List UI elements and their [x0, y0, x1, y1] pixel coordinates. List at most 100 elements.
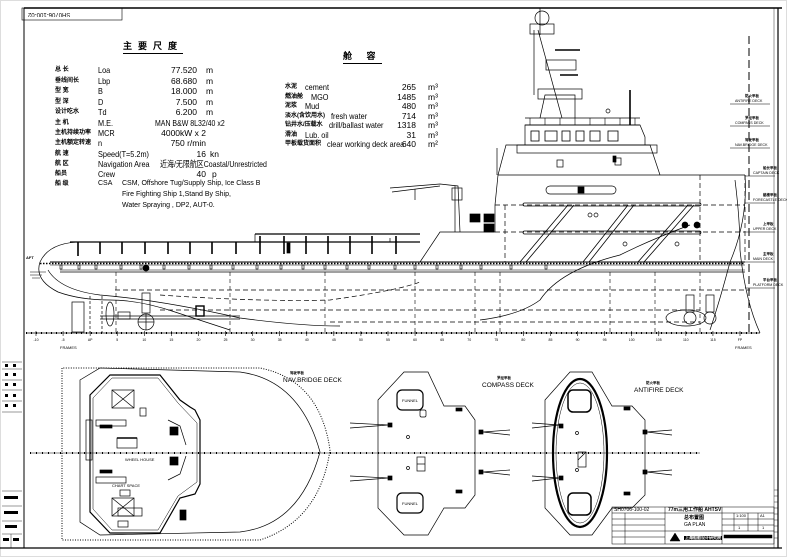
frames-label-fwd: FRAMES — [735, 345, 752, 350]
plan-title-nav-bridge-en: NAV.BRIDGE DECK — [283, 377, 342, 384]
dimension-value: 4000kW x 2 — [161, 128, 206, 138]
dimension-unit: m — [206, 96, 214, 107]
plan-title-antifire-cn: 防火甲板 — [646, 381, 660, 385]
dimension-value: MAN B&W 8L32/40 x2 — [155, 118, 225, 128]
class-notation-2: Fire Fighting Ship 1,Stand By Ship, — [122, 191, 231, 198]
title-block-title-en: GA PLAN — [684, 522, 706, 528]
capacity-label-en: fresh water — [331, 110, 368, 121]
dimension-label-cn: 型 深 — [55, 98, 69, 105]
plan-title-antifire-en: ANTIFIRE DECK — [634, 387, 684, 394]
capacity-label-en: cement — [305, 82, 329, 92]
capacity-unit: m² — [428, 139, 438, 149]
dimension-label-en: Crew — [98, 169, 116, 179]
capacity-value: 1485 — [397, 91, 416, 102]
dimension-label-en: Lbp — [98, 75, 111, 86]
capacity-label-cn: 钻井水/压载水 — [285, 122, 323, 128]
dimension-label-cn: 主 机 — [55, 120, 69, 126]
dimension-label-cn: 航 区 — [55, 160, 69, 167]
frame-tick-label: 25 — [224, 338, 228, 342]
dimension-label-en: n — [98, 138, 103, 148]
dimension-label-en: D — [98, 96, 104, 107]
plan-title-compass-en: COMPASS DECK — [482, 382, 534, 389]
dimension-label-cn: 垂线间长 — [55, 77, 80, 84]
frame-tick-label: 85 — [549, 338, 553, 342]
deck-label-en: PLATFORM DECK — [753, 283, 784, 287]
deck-label-en: FORECASTLE DECK — [753, 198, 787, 202]
deck-label-en: COMPASS DECK — [735, 121, 764, 125]
frame-tick-label: 10 — [142, 338, 146, 342]
capacity-value: 640 — [401, 139, 416, 149]
frame-tick-label: FP — [738, 338, 743, 342]
frame-tick-label: 15 — [169, 338, 173, 342]
dimension-value: 18.000 — [171, 86, 197, 96]
frame-tick-label: 100 — [629, 338, 635, 342]
capacity-unit: m³ — [428, 129, 438, 140]
dimension-unit: m — [206, 75, 214, 86]
dimension-label-cn: 航 速 — [55, 150, 69, 157]
dimension-value: 16 — [196, 148, 206, 159]
plan-title-compass-cn: 罗经甲板 — [497, 376, 511, 380]
dimension-label-cn: 船员 — [55, 171, 68, 177]
capacity-label-cn: 甲板载货面积 — [285, 141, 322, 147]
deck-label-cn: 驾驶甲板 — [745, 138, 759, 142]
dimension-unit: m — [206, 65, 214, 75]
dimension-label-en: Loa — [98, 65, 111, 75]
dimension-label-en: B — [98, 86, 103, 96]
frame-tick-label: 115 — [710, 338, 716, 342]
capacity-unit: m³ — [428, 91, 438, 102]
frame-tick-label: 20 — [197, 338, 201, 342]
frame-tick-label: -5 — [62, 338, 65, 342]
deck-label-cn: 平台甲板 — [763, 278, 777, 282]
title-block-project: 77m三用工作船 AHTSV — [668, 507, 722, 513]
capacity-value: 31 — [406, 129, 416, 140]
capacity-value: 1318 — [397, 120, 416, 130]
title-block-sheets: 1 — [762, 525, 765, 530]
capacity-unit: m³ — [428, 101, 438, 111]
frame-tick-label: 90 — [576, 338, 580, 342]
main-dimensions-title: 主要尺度 — [123, 42, 184, 54]
dimension-unit: m — [206, 107, 214, 117]
dimension-label-cn: 总 长 — [55, 67, 69, 73]
dimension-value: 750 r/min — [170, 138, 206, 148]
dimension-value: 近海/无限航区Coastal/Unrestricted — [160, 158, 267, 169]
deck-label-en: CAPTAIN DECK — [753, 171, 780, 175]
frame-tick-label: 35 — [278, 338, 282, 342]
capacity-label-en: MGO — [311, 91, 329, 102]
dimension-label-en: Td — [98, 107, 107, 117]
dimension-label-en: Navigation Area — [98, 158, 150, 169]
dimension-unit: kn — [210, 148, 219, 159]
frame-tick-label: 65 — [440, 338, 444, 342]
frame-tick-label: 105 — [656, 338, 662, 342]
capacity-value: 480 — [401, 101, 416, 111]
deck-label-cn: 主甲板 — [763, 252, 774, 256]
class-notation-1: CSM, Offshore Tug/Supply Ship, Ice Class… — [122, 180, 261, 187]
plan-title-nav-bridge-cn: 驾驶甲板 — [290, 371, 304, 375]
title-block-title-cn: 总布置图 — [684, 515, 705, 521]
deck-label-cn: 防火甲板 — [745, 94, 759, 98]
capacities-title: 舱 容 — [343, 52, 382, 64]
title-block-company: 上海船舶设计研究院 — [684, 535, 722, 540]
capacity-label-en: Mud — [305, 101, 320, 111]
side-elevation — [26, 8, 761, 334]
frame-tick-label: 60 — [413, 338, 417, 342]
capacity-label-en: clear working deck area — [327, 139, 405, 149]
frame-tick-label: 80 — [521, 338, 525, 342]
dimension-label-en: MCR — [98, 128, 115, 138]
capacity-label-cn: 水泥 — [285, 84, 298, 90]
dimension-unit: m — [206, 86, 214, 96]
frame-tick-label: AP — [88, 338, 93, 342]
title-block-scale: 1:100 — [736, 513, 747, 518]
title-block — [611, 506, 775, 545]
dimension-label-en: M.E. — [98, 118, 114, 128]
class-society: CSA — [98, 180, 113, 187]
deck-label-en: NAV.BRIDGE DECK — [735, 143, 768, 147]
deck-label-en: UPPER DECK — [753, 227, 777, 231]
room-label-chart-space: CHART SPACE — [112, 483, 141, 488]
room-label-wheel-house: WHEEL HOUSE — [125, 457, 155, 462]
aft-label: AFT — [26, 255, 34, 260]
deck-label-cn: 罗经甲板 — [745, 116, 759, 120]
dimension-value: 68.680 — [171, 75, 197, 86]
dimension-label-en: Speed(T=5.2m) — [98, 148, 149, 159]
